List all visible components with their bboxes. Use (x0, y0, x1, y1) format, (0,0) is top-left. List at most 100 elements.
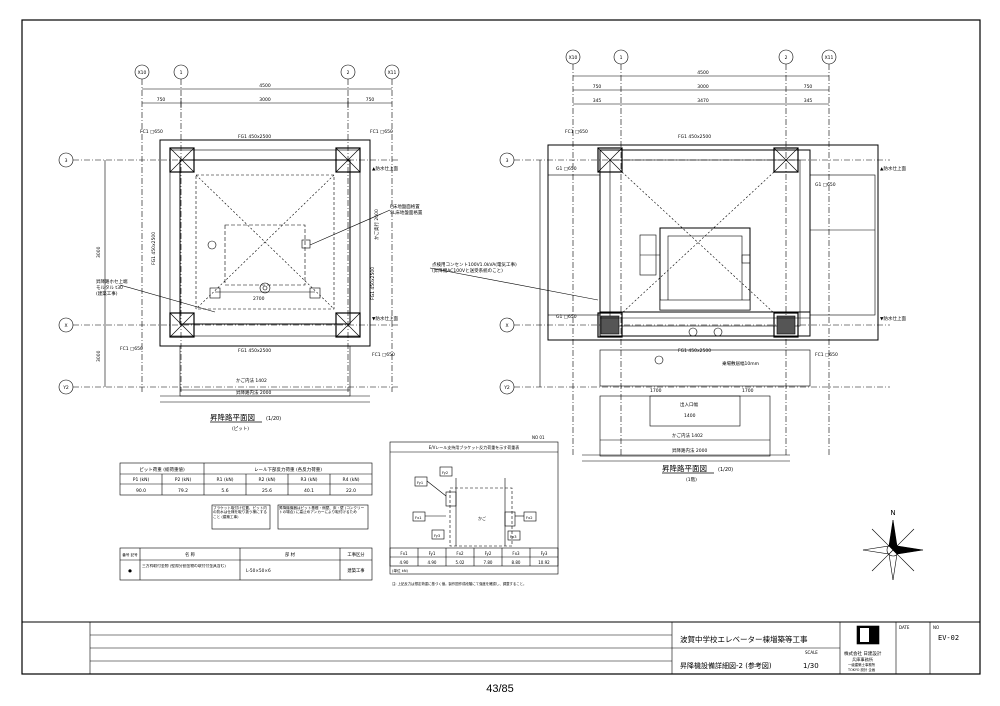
grid-label-top: X11 (825, 55, 834, 61)
level-bottom: ▼防水仕上面 (880, 315, 906, 322)
plan-scale: (1/20) (266, 416, 281, 422)
mat-header: 番号 記号 (122, 552, 138, 557)
fg-label: FG1 450x2500 (238, 348, 271, 354)
table-cell: 25.6 (262, 488, 272, 494)
right-plan-text: X10 1 2 X11 3 X Y2 4500 750 3000 750 345… (432, 55, 906, 454)
bracket-no: NO 01 (532, 435, 545, 440)
dim-part: 3000 (259, 97, 271, 103)
materials-table (119, 547, 373, 581)
note-outlet: 点検用コンセント100V1.0kVA(電気工事) (432, 261, 517, 268)
note-bracket: ブラケット取付け位置、ピット内の防水は仕様を取り扱う様にすること (建築工事) (213, 506, 267, 519)
grid-label-top: X10 (138, 70, 147, 76)
dim-side: 3000 (96, 246, 102, 258)
bracket-cell: 4.90 (428, 560, 437, 565)
sill-note: 乗場敷居幅10mm (722, 360, 759, 367)
dim-bottom: 1700 (650, 388, 662, 394)
note-mortar: モルタル t30 (96, 284, 123, 291)
fc-label: FC1 □650 (120, 346, 143, 352)
left-plan (58, 64, 400, 403)
bracket-col: Fy3 (541, 551, 548, 556)
dim-part: 750 (157, 97, 166, 103)
force-label: Fy2 (442, 471, 448, 475)
north-arrow-icon (862, 519, 924, 581)
grid-label-top: 1 (180, 70, 183, 76)
plan-title: 昇降路平面図 (210, 412, 255, 422)
grid-label-left: X (64, 323, 67, 329)
force-label: Fx1 (415, 516, 421, 520)
drawing-name: 昇降機設備詳細図-2 (参考図) (680, 661, 772, 670)
note-mortar: 昇降路ホセ上端 (96, 278, 128, 285)
no-label: NO (933, 625, 939, 630)
sheet-frame (21, 19, 981, 675)
car-width: かご内法 1402 (672, 432, 703, 439)
table-col: R1 (kN) (217, 477, 234, 483)
fc-label: FC1 □650 (815, 352, 838, 358)
grid-label-left: X (505, 323, 508, 329)
right-plan (429, 49, 890, 462)
grid-label-left: Y2 (62, 385, 69, 391)
car-label: かご (478, 515, 486, 521)
fg-label: FG1 450x2500 (678, 348, 711, 354)
note-anchor: 昇降機機器はピット基礎・側壁、床・壁 (コンクリートの場合) に高止めアンカーに… (279, 506, 365, 515)
drawing-number: EV-02 (938, 634, 959, 642)
plan-subtitle: (1階) (686, 476, 697, 483)
mat-cell: ● (128, 569, 132, 574)
fg-label: FG1 450x2500 (238, 134, 271, 140)
car-depth: かご奥行 2000 (373, 209, 380, 240)
table-header: レール下部反力荷重 (各反力荷重) (254, 466, 322, 473)
notes-text: ブラケット取付け位置、ピット内の防水は仕様を取り扱う様にすること (建築工事) … (213, 506, 365, 519)
fc-label: FC1 □650 (370, 129, 393, 135)
table-col: P1 (kN) (133, 477, 150, 483)
table-cell: 22.0 (346, 488, 356, 494)
right-plan-caption: 昇降路平面図 (1/20) (1階) (662, 463, 733, 483)
bracket-col: Fy2 (485, 551, 492, 556)
grid-label-top: 2 (785, 55, 788, 61)
dim-bottom: 1700 (742, 388, 754, 394)
mat-cell-name: 三方枠取付金物 (壁際分割金物の取付付金具含む) (142, 564, 226, 568)
shaft-width: 昇降路内法 2000 (236, 389, 272, 396)
grid-label-left: 3 (506, 158, 509, 164)
table-header: ピット荷重 (総荷重値) (139, 466, 185, 473)
title-block (22, 621, 980, 674)
table-col: R3 (kN) (301, 477, 318, 483)
level-top: ▲防水仕上面 (372, 165, 398, 172)
table-cell: 79.2 (178, 488, 188, 494)
dim-part: 750 (593, 84, 602, 90)
project-name: 波賀中学校エレベーター棟増築等工事 (680, 634, 808, 644)
bracket-cell: 8.80 (512, 560, 521, 565)
north-label: N (890, 509, 895, 517)
company: 株式会社 日建設計 (844, 650, 882, 657)
table-cell: 5.6 (221, 488, 228, 494)
fg-label: FG1 450x2500 (151, 232, 157, 265)
g-label: G1 □650 (815, 182, 836, 188)
bracket-col: Fx3 (512, 551, 520, 556)
grid-label-top: X11 (388, 70, 397, 76)
grid-label-top: X10 (569, 55, 578, 61)
level-top: ▲防水仕上面 (880, 165, 906, 172)
note-pit: SL床地盤面格置 (390, 209, 423, 216)
car-width: かご内法 1402 (236, 377, 267, 384)
grid-label-left: 3 (65, 158, 68, 164)
grid-label-top: 1 (620, 55, 623, 61)
g-label: G1 □650 (556, 166, 577, 172)
bracket-col: Fx1 (400, 551, 408, 556)
dim-part: 345 (593, 98, 602, 104)
title-block-text: 波賀中学校エレベーター棟増築等工事 SCALE 昇降機設備詳細図-2 (参考図)… (680, 625, 959, 672)
company: 兵庫事務所 (852, 656, 873, 663)
bracket-cell: 5.02 (456, 560, 465, 565)
plan-title: 昇降路平面図 (662, 463, 707, 473)
table-col: R2 (kN) (259, 477, 276, 483)
date-label: DATE (899, 625, 910, 630)
dim-part: 750 (366, 97, 375, 103)
shaft-width: 昇降路内法 2000 (672, 447, 708, 454)
table-cell: 40.1 (304, 488, 314, 494)
grid-label-left: Y2 (503, 385, 510, 391)
fc-label: FC1 □650 (372, 352, 395, 358)
bracket-box-text: NO 01 E/Vレール支持用ブラケット反力荷重を示す荷重表 かご Fy1 Fy… (392, 435, 550, 586)
bracket-footnote: 注: 上記反力は想定荷重に基づく値。製作図作成段階にて強度を確認し、調整すること… (392, 581, 526, 586)
fc-label: FC1 □650 (140, 129, 163, 135)
drawing-scale: 1/30 (803, 662, 819, 670)
grid-label-top: 2 (347, 70, 350, 76)
dim-part: 750 (804, 84, 813, 90)
